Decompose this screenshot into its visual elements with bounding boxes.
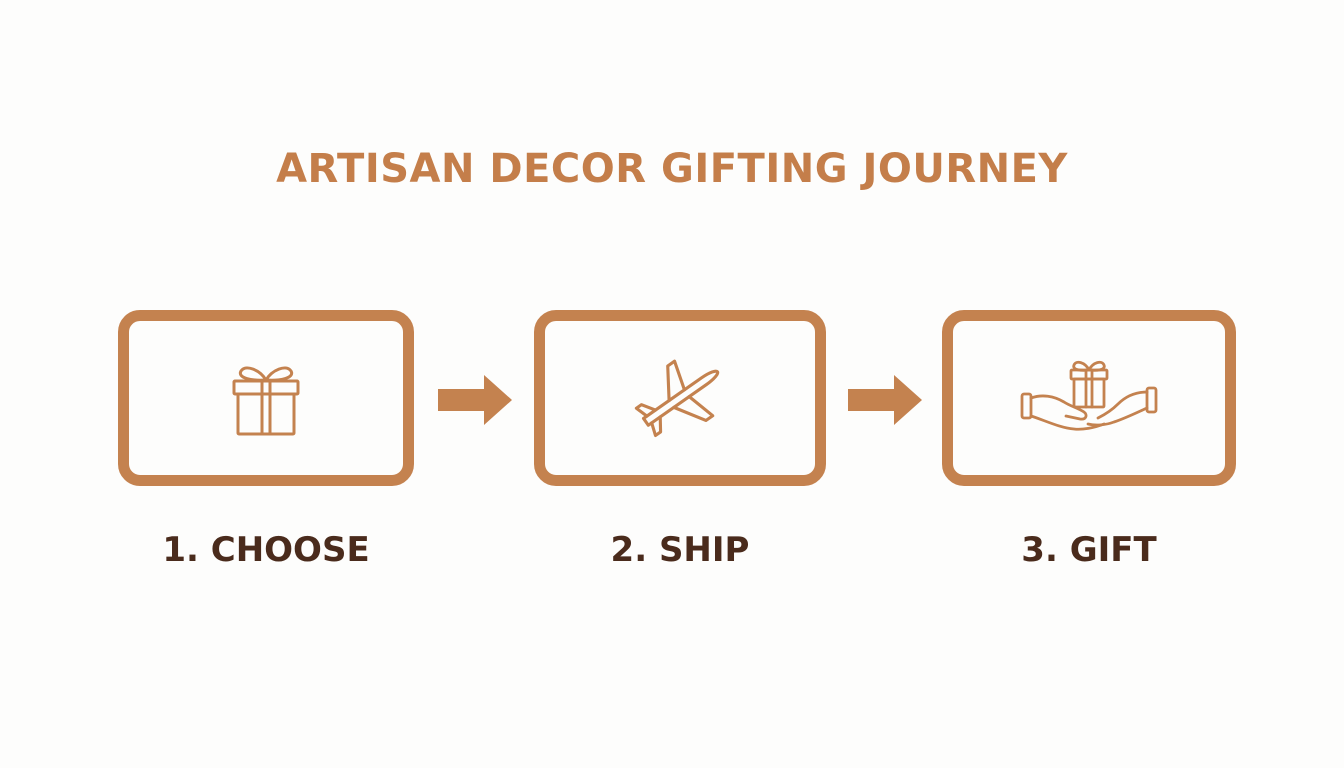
gift-icon [216,348,316,448]
step-gift-box [942,310,1236,486]
airplane-icon [628,346,732,450]
arrow-right-icon [846,374,924,431]
step-gift-label: 3. GIFT [1021,530,1157,570]
step-ship-label: 2. SHIP [610,530,750,570]
step-choose-label: 1. CHOOSE [162,530,370,570]
step-ship-box [534,310,826,486]
step-choose-box [118,310,414,486]
hands-gift-icon [1014,348,1164,448]
arrow-right-icon [436,374,514,431]
diagram-title: ARTISAN DECOR GIFTING JOURNEY [276,146,1068,192]
